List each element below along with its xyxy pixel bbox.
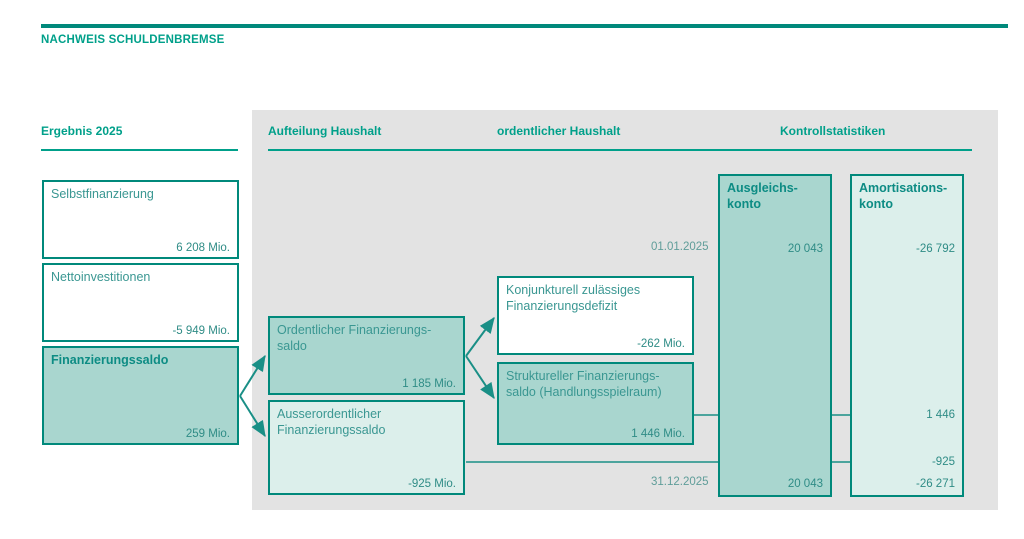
- label-closing-date: 31.12.2025: [651, 476, 709, 488]
- box-value: 259 Mio.: [185, 428, 230, 440]
- ausgleichskonto-opening-value: 20 043: [787, 243, 823, 255]
- box-label: Finanzierungssaldo: [51, 353, 169, 367]
- label-opening-date: 01.01.2025: [651, 241, 709, 253]
- box-label: Ausgleichs-konto: [727, 181, 798, 211]
- box-label: Ordentlicher Finanzierungs-saldo: [277, 323, 432, 353]
- column-header-ergebnis: Ergebnis 2025: [41, 124, 123, 138]
- box-amortisationskonto[interactable]: Amortisations-konto -26 792 1 446 -925 -…: [850, 174, 964, 497]
- box-label: Nettoinvestitionen: [51, 270, 151, 284]
- amortisationskonto-opening-value: -26 792: [915, 243, 955, 255]
- box-value: -5 949 Mio.: [172, 325, 230, 337]
- amortisationskonto-inflow-2: -925: [931, 456, 955, 468]
- box-struktureller-finanzierungssaldo[interactable]: Struktureller Finanzierungs-saldo (Handl…: [497, 362, 694, 445]
- box-value: 1 185 Mio.: [402, 378, 456, 390]
- column-header-ordentlicher-haushalt: ordentlicher Haushalt: [497, 124, 621, 138]
- box-label: Ausserordentlicher Finanzierungssaldo: [277, 407, 386, 437]
- column-header-kontrollstatistiken: Kontrollstatistiken: [780, 124, 886, 138]
- box-value: -925 Mio.: [408, 478, 456, 490]
- box-value: 1 446 Mio.: [631, 428, 685, 440]
- box-ordentlicher-finanzierungssaldo[interactable]: Ordentlicher Finanzierungs-saldo 1 185 M…: [268, 316, 465, 395]
- column-header-aufteilung-haushalt: Aufteilung Haushalt: [268, 124, 382, 138]
- amortisationskonto-inflow-1: 1 446: [926, 409, 955, 421]
- header-underline-left: [41, 149, 238, 151]
- box-label: Konjunkturell zulässiges Finanzierungsde…: [506, 283, 641, 313]
- box-label: Struktureller Finanzierungs-saldo (Handl…: [506, 369, 662, 399]
- box-selbstfinanzierung[interactable]: Selbstfinanzierung 6 208 Mio.: [42, 180, 239, 259]
- box-ausgleichskonto[interactable]: Ausgleichs-konto 20 043 20 043: [718, 174, 832, 497]
- box-label: Selbstfinanzierung: [51, 187, 154, 201]
- box-value: 6 208 Mio.: [176, 242, 230, 254]
- box-finanzierungssaldo[interactable]: Finanzierungssaldo 259 Mio.: [42, 346, 239, 445]
- page-title: NACHWEIS SCHULDENBREMSE: [41, 34, 225, 46]
- box-value: -262 Mio.: [637, 338, 685, 350]
- ausgleichskonto-closing-value: 20 043: [787, 478, 823, 490]
- box-label: Amortisations-konto: [859, 181, 948, 211]
- amortisationskonto-closing-value: -26 271: [915, 478, 955, 490]
- box-nettoinvestitionen[interactable]: Nettoinvestitionen -5 949 Mio.: [42, 263, 239, 342]
- box-ausserordentlicher-finanzierungssaldo[interactable]: Ausserordentlicher Finanzierungssaldo -9…: [268, 400, 465, 495]
- box-konjunkturell-zulaessiges-finanzierungsdefizit[interactable]: Konjunkturell zulässiges Finanzierungsde…: [497, 276, 694, 355]
- header-underline-main: [268, 149, 972, 151]
- header-rule: [41, 24, 1008, 28]
